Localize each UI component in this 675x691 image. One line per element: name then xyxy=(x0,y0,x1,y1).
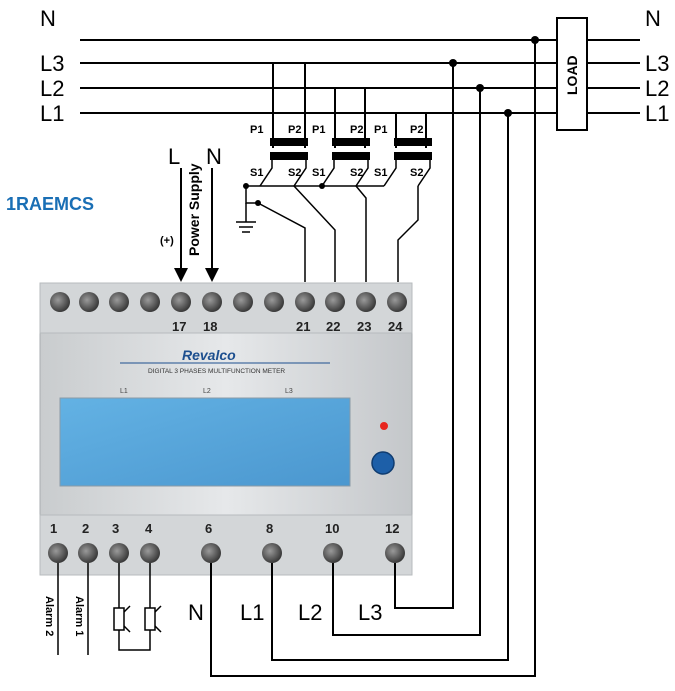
ps-l: L xyxy=(168,144,180,169)
label-n-left: N xyxy=(40,6,56,31)
terminal-10: 10 xyxy=(325,521,339,536)
ct3-p2: P2 xyxy=(410,124,423,136)
terminal-21: 21 xyxy=(296,319,310,334)
load-box xyxy=(556,17,588,131)
meter: 17 18 21 22 23 24 Revalco DIGITAL 3 PHAS… xyxy=(39,282,413,576)
ps-arrow-n xyxy=(205,268,219,282)
bottom-label-l3: L3 xyxy=(358,600,382,625)
ps-arrow-l xyxy=(174,268,188,282)
ps-plus: (+) xyxy=(160,235,174,247)
top-terminal-screws xyxy=(50,292,407,312)
terminal-6: 6 xyxy=(205,521,212,536)
ct3-s1: S1 xyxy=(374,167,387,179)
display-label-l2: L2 xyxy=(203,388,211,395)
bottom-label-l2: L2 xyxy=(298,600,322,625)
main-lines xyxy=(80,39,640,114)
label-l3-right: L3 xyxy=(645,51,669,76)
terminal-22: 22 xyxy=(326,319,340,334)
alarm-1-label: Alarm 1 xyxy=(73,596,85,636)
model-label: 1RAEMCS xyxy=(6,194,94,214)
terminal-8: 8 xyxy=(266,521,273,536)
relay-1 xyxy=(113,607,125,631)
load-label: LOAD xyxy=(564,55,580,95)
display-label-l1: L1 xyxy=(120,388,128,395)
terminal-12: 12 xyxy=(385,521,399,536)
meter-subtitle: DIGITAL 3 PHASES MULTIFUNCTION METER xyxy=(148,368,285,375)
junction-dots xyxy=(449,36,539,117)
terminal-17: 17 xyxy=(172,319,186,334)
ct-2: P1 P2 S1 S2 xyxy=(312,88,370,187)
ct1-p2: P2 xyxy=(288,124,301,136)
label-n-right: N xyxy=(645,6,661,31)
terminal-3: 3 xyxy=(112,521,119,536)
relay-2 xyxy=(144,607,156,631)
ct1-s2: S2 xyxy=(288,167,301,179)
ps-label: Power Supply xyxy=(186,163,202,256)
terminal-1: 1 xyxy=(50,521,57,536)
ct3-s2: S2 xyxy=(410,167,423,179)
ground-icon xyxy=(236,203,256,233)
display-label-l3: L3 xyxy=(285,388,293,395)
ct1-s1: S1 xyxy=(250,167,263,179)
label-l3-left: L3 xyxy=(40,51,64,76)
label-l2-left: L2 xyxy=(40,76,64,101)
label-l2-right: L2 xyxy=(645,76,669,101)
ct2-s2: S2 xyxy=(350,167,363,179)
alarm-2-label: Alarm 2 xyxy=(43,596,55,636)
ct-1: P1 P2 S1 S2 xyxy=(250,63,308,187)
brand-label: Revalco xyxy=(182,347,236,363)
bottom-wiring xyxy=(57,40,536,677)
label-l1-right: L1 xyxy=(645,101,669,126)
terminal-23: 23 xyxy=(357,319,371,334)
ct3-p1: P1 xyxy=(374,124,387,136)
ct1-p1: P1 xyxy=(250,124,263,136)
ct2-s1: S1 xyxy=(312,167,325,179)
meter-button[interactable] xyxy=(371,451,395,475)
ct2-p1: P1 xyxy=(312,124,325,136)
bottom-label-l1: L1 xyxy=(240,600,264,625)
ct-secondary-wiring xyxy=(243,183,419,282)
lcd-display xyxy=(59,397,351,487)
bottom-label-n: N xyxy=(188,600,204,625)
ct-3: P1 P2 S1 S2 xyxy=(374,113,432,187)
terminal-24: 24 xyxy=(388,319,403,334)
label-l1-left: L1 xyxy=(40,101,64,126)
ps-n: N xyxy=(206,144,222,169)
bottom-terminal-screws xyxy=(48,543,405,563)
terminal-2: 2 xyxy=(82,521,89,536)
led-indicator xyxy=(380,422,388,430)
terminal-4: 4 xyxy=(145,521,153,536)
terminal-18: 18 xyxy=(203,319,217,334)
ct2-p2: P2 xyxy=(350,124,363,136)
